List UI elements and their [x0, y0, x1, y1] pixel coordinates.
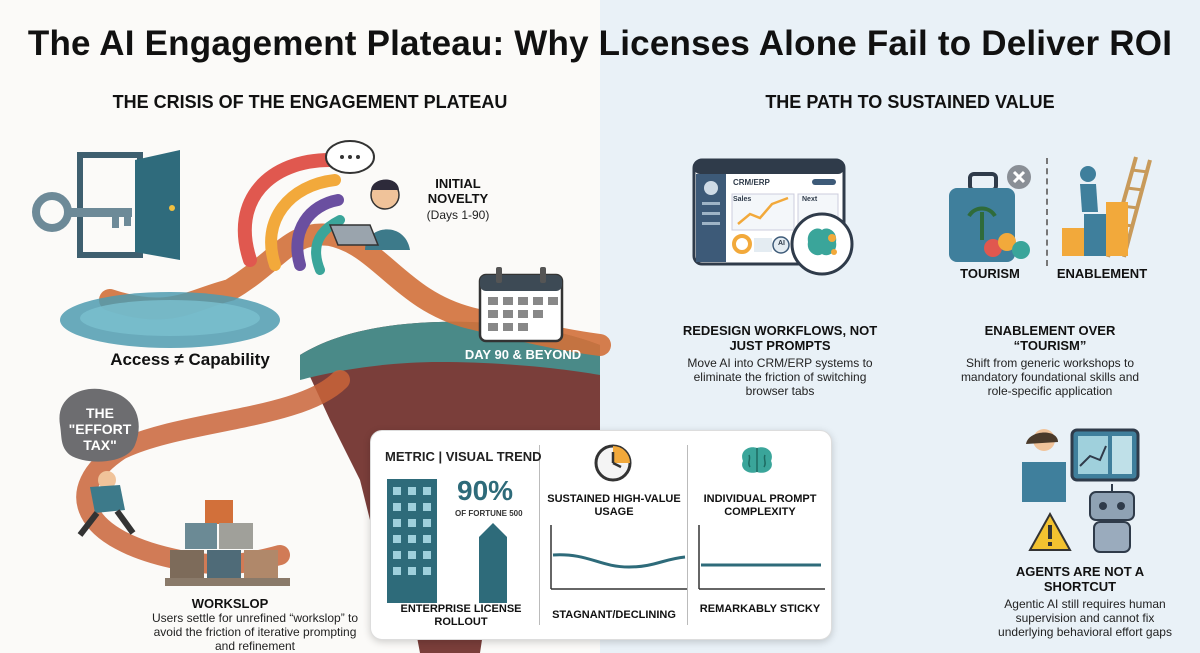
card-header: METRIC | VISUAL TREND — [385, 449, 542, 464]
day90-label: DAY 90 & BEYOND — [464, 347, 582, 362]
sticky-trend-chart — [698, 525, 825, 590]
right-heading: THE PATH TO SUSTAINED VALUE — [765, 92, 1055, 112]
dashboard-icon — [692, 158, 854, 276]
card-divider-2 — [687, 445, 688, 625]
percent-sub: OF FORTUNE 500 — [455, 509, 523, 518]
rubble-icon — [165, 500, 290, 586]
laptop-user-icon — [325, 140, 410, 250]
crm-ai: AI — [778, 240, 785, 247]
warning-icon — [1028, 511, 1072, 551]
crm-sales: Sales — [733, 196, 752, 203]
brain-icon — [742, 447, 772, 473]
enable-desc: Shift from generic workshops to mandator… — [960, 356, 1140, 398]
key-icon — [32, 192, 132, 232]
door-icon — [77, 150, 180, 260]
rollout-bar — [479, 523, 507, 603]
stagnant-trend-chart — [550, 525, 687, 590]
agents-title: AGENTS ARE NOT A SHORTCUT — [1015, 564, 1145, 594]
novelty-swirl — [237, 153, 345, 275]
card-divider-1 — [539, 445, 540, 625]
workslop-title: WORKSLOP — [191, 596, 269, 611]
clock-icon — [594, 444, 632, 482]
novelty-title: INITIAL NOVELTY — [427, 176, 489, 206]
workflows-title: REDESIGN WORKFLOWS, NOT JUST PROMPTS — [682, 323, 878, 353]
access-label: Access ≠ Capability — [110, 350, 270, 369]
enable-title: ENABLEMENT OVER “TOURISM” — [984, 323, 1116, 353]
robot-icon — [1022, 428, 1140, 553]
metric-card: METRIC | VISUAL TREND 90% OF FORTUNE 500… — [370, 430, 832, 640]
col2-title: SUSTAINED HIGH-VALUE USAGE — [547, 493, 681, 518]
workslop-desc: Users settle for unrefined “workslop” to… — [151, 611, 359, 653]
boulder-icon — [59, 388, 139, 537]
novelty-sub: (Days 1-90) — [426, 208, 490, 222]
suitcase-icon — [949, 172, 1030, 262]
col1-label: ENTERPRISE LICENSE ROLLOUT — [400, 603, 522, 628]
page-title: The AI Engagement Plateau: Why Licenses … — [27, 24, 1173, 63]
ladder-icon — [1062, 156, 1152, 258]
close-icon — [1007, 165, 1031, 189]
agents-desc: Agentic AI still requires human supervis… — [998, 597, 1172, 639]
enablement-label: ENABLEMENT — [1056, 266, 1148, 281]
workflows-desc: Move AI into CRM/ERP systems to eliminat… — [687, 356, 873, 398]
building-icon — [387, 479, 437, 603]
percent-value: 90% — [457, 475, 514, 506]
col3-label: REMARKABLY STICKY — [699, 603, 821, 615]
crm-next: Next — [802, 196, 818, 203]
calendar-icon — [478, 267, 564, 343]
effort-tax-label: THE "EFFORT TAX" — [68, 405, 132, 453]
left-heading: THE CRISIS OF THE ENGAGEMENT PLATEAU — [112, 92, 508, 112]
tourism-label: TOURISM — [960, 266, 1020, 281]
col3-title: INDIVIDUAL PROMPT COMPLEXITY — [703, 493, 817, 518]
col2-label: STAGNANT/DECLINING — [552, 609, 676, 621]
crm-label: CRM/ERP — [733, 178, 770, 187]
compare-divider — [1046, 158, 1050, 266]
